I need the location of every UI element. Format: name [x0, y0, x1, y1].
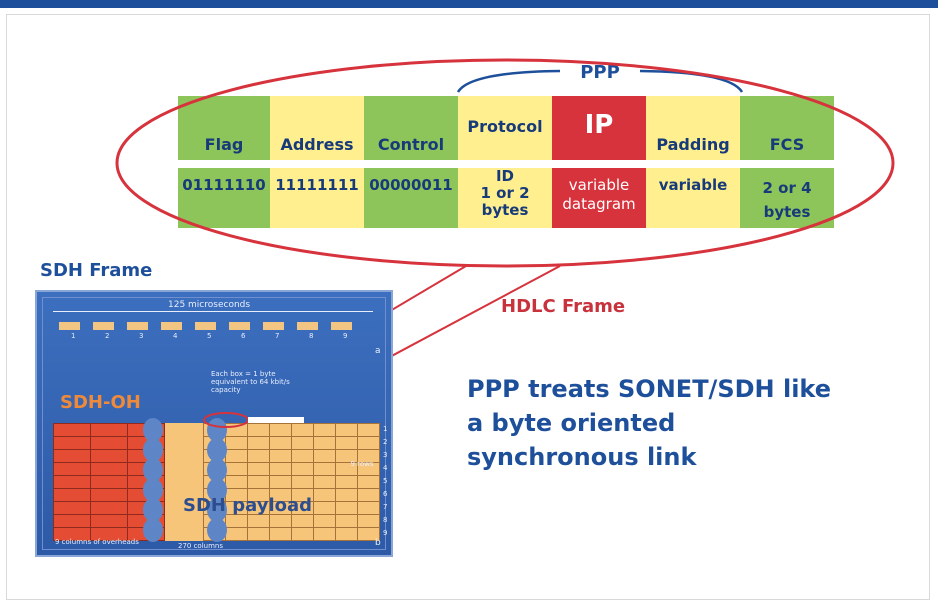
sdh-frame-image: 125 microseconds 1 2 3 4 5 6 7 8 9 a Eac…: [35, 290, 393, 557]
col-number: 1: [71, 332, 76, 340]
byte-note: Each box = 1 byte equivalent to 64 kbit/…: [211, 370, 290, 394]
marker-a: a: [375, 346, 381, 356]
row-number: 2: [383, 438, 388, 446]
time-label: 125 microseconds: [168, 300, 251, 310]
padding-value-text: variable: [658, 176, 728, 194]
byte-box: [161, 322, 182, 330]
overhead-columns-label: 9 columns of overheads: [55, 538, 139, 546]
field-fcs-value: 2 or 4 bytes: [740, 168, 834, 228]
slide-border: [6, 14, 930, 600]
protocol-value-line-1: ID: [495, 167, 515, 185]
field-ip-header: IP: [552, 96, 646, 160]
ppp-label: PPP: [560, 62, 640, 83]
row-number: 4: [383, 464, 388, 472]
col-number: 6: [241, 332, 246, 340]
description-line-1: PPP treats SONET/SDH like: [467, 375, 832, 403]
col-number: 8: [309, 332, 314, 340]
byte-box: [331, 322, 352, 330]
row-number: 9: [383, 529, 388, 537]
row-number: 3: [383, 451, 388, 459]
col-number: 9: [343, 332, 348, 340]
field-padding-header: Padding: [646, 96, 740, 160]
sdh-frame-label: SDH Frame: [40, 260, 153, 281]
col-number: 5: [207, 332, 212, 340]
field-flag-header: Flag: [178, 96, 270, 160]
sdh-oh-label: SDH-OH: [60, 392, 141, 413]
byte-box: [195, 322, 216, 330]
field-control-header: Control: [364, 96, 458, 160]
field-flag-value: 01111110: [178, 168, 270, 228]
byte-column-bubbles: [143, 412, 304, 542]
field-control-value: 00000011: [364, 168, 458, 228]
row-number: 1: [383, 425, 388, 433]
payload-column: [165, 423, 203, 541]
byte-box: [229, 322, 250, 330]
marker-b: b: [375, 538, 381, 548]
col-number: 2: [105, 332, 110, 340]
fcs-value-line-2: bytes: [763, 203, 811, 221]
byte-box: [127, 322, 148, 330]
protocol-value-line-3: bytes: [481, 201, 529, 219]
row-number: 8: [383, 516, 388, 524]
field-address-value: 11111111: [270, 168, 364, 228]
row-number: 7: [383, 503, 388, 511]
protocol-value-line-2: 1 or 2: [480, 184, 530, 202]
col-number: 7: [275, 332, 280, 340]
sdh-payload-label: SDH payload: [183, 495, 313, 516]
payload-grid: [203, 423, 380, 541]
field-padding-value: variable: [646, 168, 740, 228]
byte-box: [297, 322, 318, 330]
byte-box: [263, 322, 284, 330]
hdlc-frame-label: HDLC Frame: [501, 296, 626, 317]
col-number: 4: [173, 332, 178, 340]
address-value-text: 11111111: [275, 176, 359, 194]
sdh-image-inner: 125 microseconds 1 2 3 4 5 6 7 8 9 a Eac…: [42, 297, 388, 550]
field-protocol-header: Protocol: [458, 96, 552, 160]
top-accent-bar: [0, 0, 938, 8]
field-fcs-header: FCS: [740, 96, 834, 160]
field-protocol-value: ID 1 or 2 bytes: [458, 168, 552, 228]
field-address-header: Address: [270, 96, 364, 160]
field-ip-value: variable datagram: [552, 168, 646, 228]
fcs-value-line-1: 2 or 4: [762, 179, 812, 197]
row-number: 5: [383, 477, 388, 485]
col-number: 3: [139, 332, 144, 340]
time-arrow: [53, 311, 373, 312]
byte-box: [93, 322, 114, 330]
description-line-3: synchronous link: [467, 443, 697, 471]
description-line-2: a byte oriented: [467, 409, 676, 437]
total-columns-label: 270 columns: [178, 542, 224, 550]
description-text: PPP treats SONET/SDH like a byte oriente…: [467, 372, 831, 474]
row-number: 6: [383, 490, 388, 498]
flag-value-text: 01111110: [182, 176, 266, 194]
ip-value-line-2: datagram: [562, 195, 636, 213]
rows-label: 9 rows: [350, 460, 374, 468]
byte-box: [59, 322, 80, 330]
ip-value-line-1: variable: [568, 176, 630, 194]
control-value-text: 00000011: [369, 176, 453, 194]
